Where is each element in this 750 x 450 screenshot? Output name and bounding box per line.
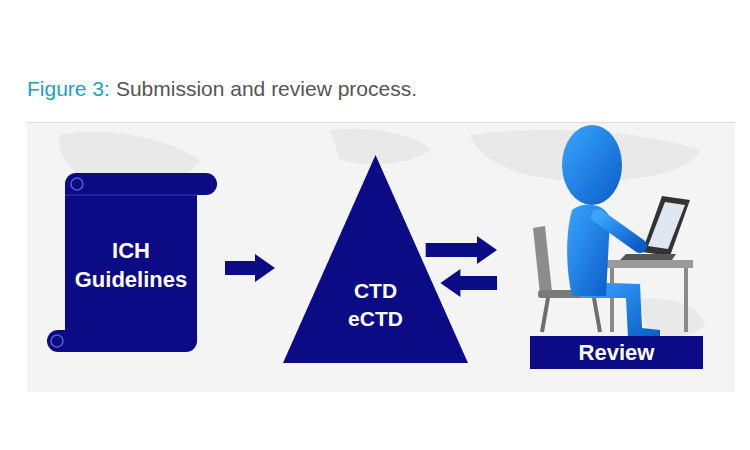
scroll-node: ICH Guidelines — [47, 173, 217, 352]
figure-title: Submission and review process. — [116, 76, 417, 102]
node-label: ICH Guidelines — [65, 236, 197, 294]
review-node: Review — [505, 122, 710, 372]
node-label: Review — [530, 336, 703, 369]
person-arm — [598, 216, 640, 246]
laptop-base — [620, 254, 676, 260]
panel-top-line — [27, 122, 735, 123]
laptop-display — [648, 202, 685, 249]
triangle-node: CTD eCTD — [283, 155, 468, 363]
laptop-screen — [642, 196, 690, 256]
desk-leg — [610, 268, 614, 332]
person-head — [562, 125, 622, 205]
block-arrow — [426, 236, 497, 264]
scroll-body — [65, 183, 197, 343]
scroll-curl — [71, 178, 83, 190]
scroll-edge — [65, 195, 197, 196]
figure-number: Figure 3: — [27, 76, 110, 102]
desk-leg — [684, 268, 688, 332]
desk-top — [605, 260, 693, 268]
triangle-shape — [283, 155, 468, 363]
scroll-bottom-roll — [47, 330, 197, 352]
figure-heading: Figure 3: Submission and review process. — [27, 76, 417, 102]
scroll-top-roll — [65, 173, 217, 195]
panel-fill — [27, 122, 735, 392]
block-arrow — [440, 269, 497, 297]
chair-back — [533, 226, 552, 294]
chair-leg — [542, 298, 548, 332]
chair-leg — [594, 298, 600, 332]
block-arrow — [225, 254, 275, 282]
scroll-curl — [51, 335, 63, 347]
node-label: CTD eCTD — [335, 277, 416, 333]
triangle-fill — [283, 155, 468, 363]
review-station — [505, 122, 710, 372]
